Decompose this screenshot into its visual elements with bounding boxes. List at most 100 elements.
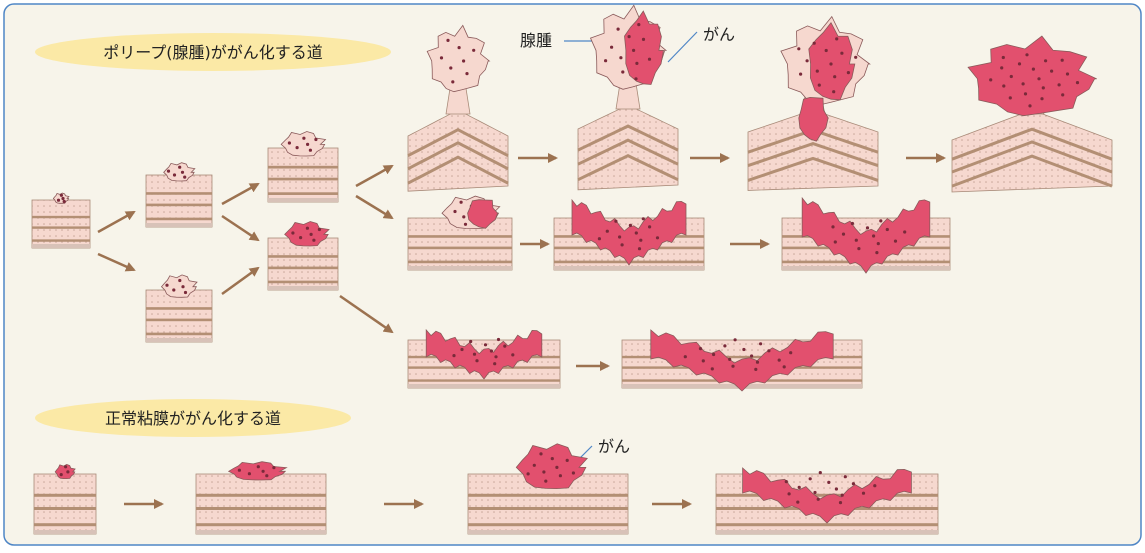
stage-normal-mucosa-cell-dot [61,197,64,200]
stage-sessile-cancer-cell-dot [598,237,601,240]
stage-sessile-cancer-cell-dot [635,231,638,234]
stage-sessile-advanced-cancer-cell-dot [866,226,869,229]
stage-pedunculated-advanced-cancer-cell-dot [989,78,992,81]
stage-de-novo-advanced-cancer-cell-dot [827,481,830,484]
stage-pedunculated-advanced-cancer-cell-dot [1061,93,1064,96]
stage-de-novo-normal-cell-dot [66,470,69,473]
stage-sessile-cancer-cell-dot [642,217,645,220]
stage-normal-mucosa-muscle-band [32,226,90,228]
stage-sessile-advanced-cancer-cell-dot [903,230,906,233]
stage-flat-cancer-cell-dot [469,340,472,343]
stage-normal-mucosa-serosa [32,244,90,248]
stage-normal-mucosa-muscle-band [32,216,90,218]
stage-adenoma-early-cancer-cell-dot [299,236,302,239]
stage-sessile-advanced-cancer-cell-dot [855,239,858,242]
stage-de-novo-small-cancer-muscle-band [196,507,326,510]
stage-sessile-cancer-cell-dot [639,239,642,242]
stage-sessile-cancer-cell-dot [618,235,621,238]
stage-pedunculated-partial-cancer-cell-dot [632,49,635,52]
stage-flat-cancer-cell-dot [484,343,487,346]
stage-pedunculated-advanced-cancer-cell-dot [1044,59,1047,62]
stage-pedunculated-invasion-cell-dot [818,84,821,87]
stage-flat-advanced-cancer-cell-dot [750,354,753,357]
stage-de-novo-advanced-cancer-cell-dot [785,480,788,483]
stage-sessile-partial-cancer-cell-dot [462,215,465,218]
stage-small-polyp-a-muscle-band [146,204,212,207]
stage-sessile-cancer-cell-dot [621,243,624,246]
stage-pedunculated-advanced-cancer-cell-dot [1042,86,1045,89]
stage-pedunculated-partial-cancer-cell-dot [619,56,622,59]
stage-flat-cancer-cell-dot [460,348,463,351]
stage-pedunculated-partial-cancer-cell-dot [637,23,640,26]
stage-de-novo-cancer-muscle-band [468,494,628,497]
stage-pedunculated-invasion-cell-dot [833,75,836,78]
stage-pedunculated-advanced-cancer-cell-dot [1010,75,1013,78]
stage-pedunculated-partial-cancer-cell-dot [635,62,638,65]
stage-de-novo-cancer-cell-dot [542,470,545,473]
stage-de-novo-small-cancer-cell-dot [265,474,268,477]
stage-pedunculated-adenoma-cell-dot [472,49,475,52]
stage-adenoma-early-cancer-muscle-band [268,281,338,284]
stage-pedunculated-invasion-cell-dot [813,42,816,45]
stage-pedunculated-advanced-cancer-cell-dot [1022,82,1025,85]
stage-small-polyp-a-cell-dot [181,171,184,174]
normal-route-label: 正常粘膜ががん化する道 [105,409,281,428]
stage-small-polyp-b-cell-dot [165,284,168,287]
stage-de-novo-advanced-cancer-serosa [716,530,938,534]
stage-normal-mucosa [32,193,90,248]
stage-flat-advanced-cancer-cell-dot [702,359,705,362]
stage-sessile-cancer-serosa [554,266,704,270]
stage-sessile-advanced-cancer-cell-dot [886,228,889,231]
stage-flat-advanced-cancer-cell-dot [783,365,786,368]
stage-de-novo-cancer-cell-dot [555,466,558,469]
stage-pedunculated-advanced-cancer-cell-dot [1028,104,1031,107]
stage-adenoma-cell-dot [302,137,305,140]
stage-small-polyp-a-cell-dot [173,173,176,176]
stage-adenoma-cell-dot [314,138,317,141]
stage-small-polyp-a-cell-dot [183,176,186,179]
stage-adenoma-muscle-band [268,178,338,181]
stage-pedunculated-adenoma-cell-dot [446,39,449,42]
stage-sessile-partial-cancer-cell-dot [464,223,467,226]
stage-pedunculated-advanced-cancer-cell-dot [1040,97,1043,100]
stage-pedunculated-advanced-cancer-cell-dot [1018,62,1021,65]
stage-sessile-partial-cancer-muscle-band [408,235,512,238]
stage-sessile-cancer-cell-dot [606,230,609,233]
stage-de-novo-advanced-cancer-cell-dot [852,482,855,485]
stage-flat-advanced-cancer-cell-dot [731,365,734,368]
stage-pedunculated-advanced-cancer-cell-dot [1024,92,1027,95]
stage-adenoma-early-cancer-cell-dot [310,233,313,236]
stage-adenoma-early-cancer-cell-dot [312,239,315,242]
stage-de-novo-advanced-cancer-cell-dot [796,501,799,504]
stage-small-polyp-b-muscle-band [146,333,212,336]
stage-pedunculated-adenoma-cell-dot [449,66,452,69]
stage-de-novo-normal [34,464,96,534]
stage-adenoma-serosa [268,198,338,202]
stage-flat-advanced-cancer-cell-dot [767,349,770,352]
stage-adenoma-muscle-band [268,166,338,169]
stage-sessile-cancer-cell-dot [614,220,617,223]
stage-adenoma-early-cancer-muscle-band [268,255,338,258]
stage-de-novo-cancer-cell-dot [559,474,562,477]
stage-de-novo-small-cancer-cell-dot [257,465,260,468]
stage-sessile-cancer-cell-dot [638,247,641,250]
stage-small-polyp-b-cell-dot [184,291,187,294]
stage-de-novo-normal-muscle-band [34,523,96,526]
stage-pedunculated-partial-cancer-cell-dot [617,28,620,31]
stage-flat-cancer-cell-dot [494,355,497,358]
stage-de-novo-advanced-cancer-cell-dot [839,501,842,504]
stage-flat-cancer-cell-dot [497,338,500,341]
stage-normal-mucosa-muscle-band [32,239,90,241]
stage-de-novo-normal-muscle-band [34,494,96,497]
stage-de-novo-cancer-cell-dot [527,472,530,475]
stage-adenoma-early-cancer-cell-dot [306,227,309,230]
stage-small-polyp-b-cell-dot [178,279,181,282]
stage-pedunculated-invasion-cell-dot [806,59,809,62]
stage-flat-advanced-cancer-cell-dot [778,359,781,362]
stage-small-polyp-a-cell-dot [178,166,181,169]
stage-pedunculated-invasion-cell-dot [832,90,835,93]
stage-pedunculated-partial-cancer-cell-dot [634,77,637,80]
stage-sessile-cancer-cell-dot [648,225,651,228]
stage-pedunculated-advanced-cancer-cell-dot [1009,96,1012,99]
